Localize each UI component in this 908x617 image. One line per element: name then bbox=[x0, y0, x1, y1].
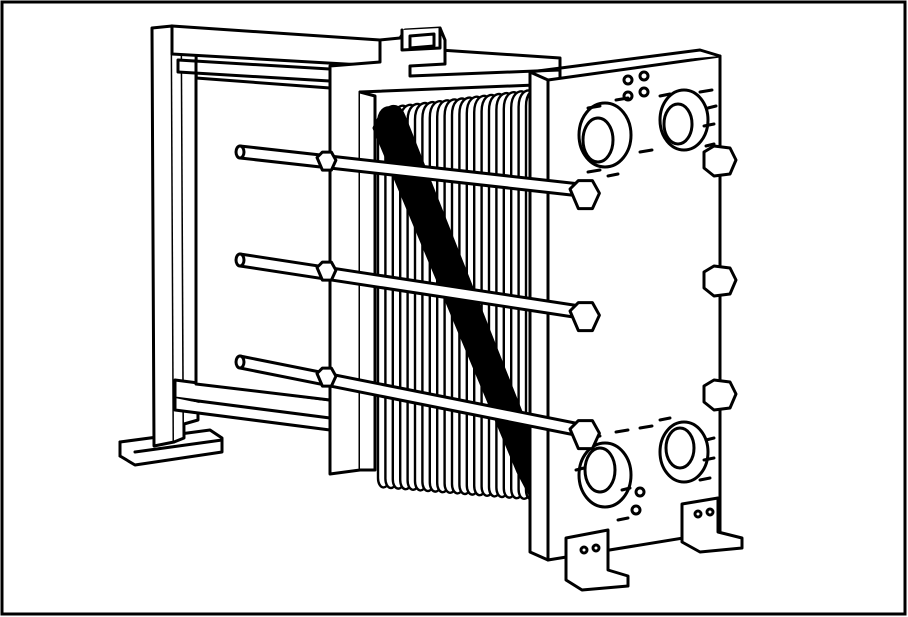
frame-plate bbox=[528, 48, 744, 592]
port-bottom-left bbox=[577, 441, 633, 509]
bolt-nut bbox=[315, 150, 338, 172]
side-nuts bbox=[702, 144, 738, 412]
rear-panel bbox=[194, 76, 332, 402]
port-bottom-right bbox=[658, 420, 710, 484]
rod-end bbox=[234, 252, 246, 268]
bolt-nut bbox=[568, 179, 601, 211]
tightening-bolts bbox=[234, 144, 601, 451]
rod-end bbox=[234, 144, 246, 160]
bolt-nut bbox=[568, 301, 601, 333]
bolt-nut bbox=[568, 419, 601, 451]
rod-end bbox=[234, 354, 246, 370]
frame-foot-left bbox=[564, 528, 630, 592]
support-column bbox=[118, 24, 224, 467]
bolt-nut bbox=[315, 260, 338, 282]
bolt-nut bbox=[315, 366, 338, 388]
port-top-left bbox=[577, 101, 633, 169]
